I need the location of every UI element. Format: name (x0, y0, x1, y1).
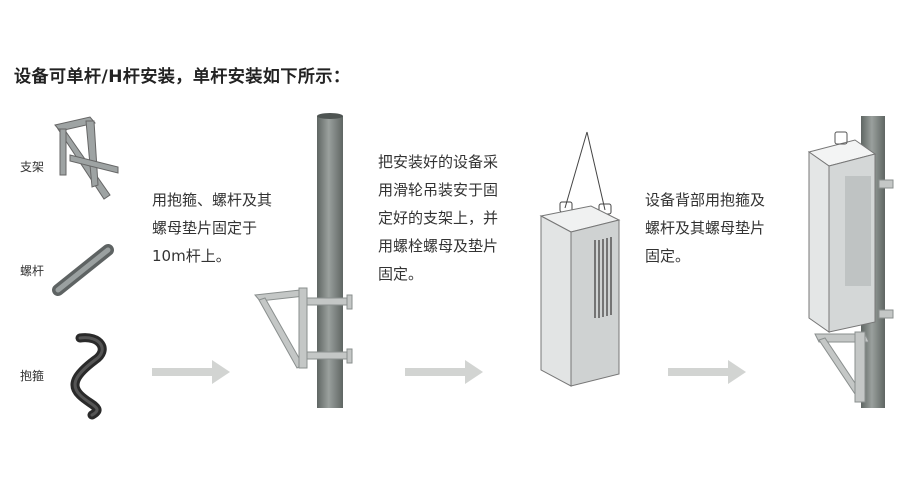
arrow-icon (668, 360, 746, 384)
part-label-hoop: 抱箍 (20, 369, 45, 383)
hoop-clamp-icon (70, 333, 107, 420)
step-2-text: 把安装好的设备采 用滑轮吊装安于固 定好的支架上，并 用螺栓螺母及垫片 固定。 (378, 148, 498, 288)
arrow-icon (152, 360, 230, 384)
step-1-text: 用抱箍、螺杆及其 螺母垫片固定于 10m杆上。 (152, 186, 272, 270)
bracket-icon (54, 116, 119, 200)
pole-with-bracket-illustration (254, 113, 353, 408)
step-3-text: 设备背部用抱箍及 螺杆及其螺母垫片 固定。 (645, 186, 765, 270)
page-title: 设备可单杆/H杆安装，单杆安装如下所示： (14, 67, 351, 87)
installed-cabinet-illustration (807, 116, 894, 408)
step-1-body: 用抱箍、螺杆及其 螺母垫片固定于 10m杆上。 (152, 191, 273, 265)
step-2-body: 把安装好的设备采 用滑轮吊装安于固 定好的支架上，并 用螺栓螺母及垫片 固定。 (378, 153, 499, 283)
screw-rod-icon (52, 244, 114, 296)
part-label-screw-rod: 螺杆 (20, 264, 45, 278)
step-3-body: 设备背部用抱箍及 螺杆及其螺母垫片 固定。 (645, 191, 766, 265)
hoisted-cabinet-illustration (539, 131, 621, 387)
arrow-icon (405, 360, 483, 384)
part-label-bracket: 支架 (20, 160, 45, 174)
